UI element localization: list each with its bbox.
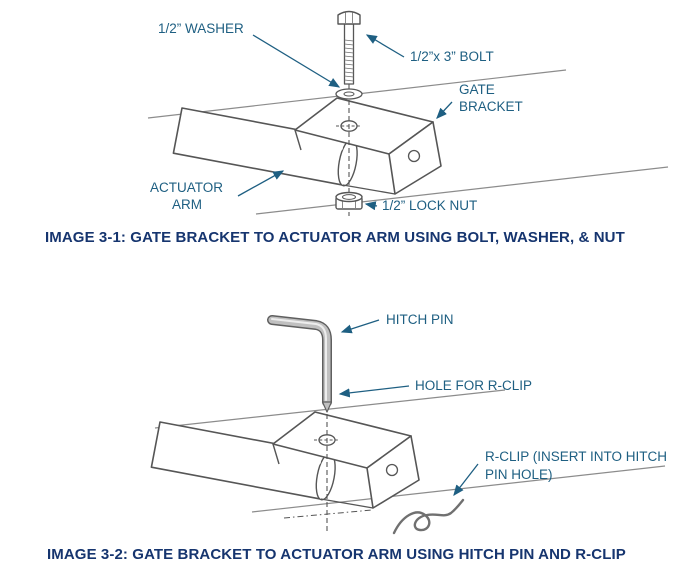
figure2-caption-number: IMAGE 3-2: (47, 546, 129, 563)
lock-nut-label: 1/2” LOCK NUT (382, 198, 477, 213)
actuator-arm-label-line2: ARM (172, 197, 202, 212)
r-clip-label-line1: R-CLIP (INSERT INTO HITCH (485, 449, 667, 464)
gate-rail-lower (255, 166, 669, 215)
gate-bracket-drawing (294, 97, 442, 195)
washer-label: 1/2” WASHER (158, 21, 244, 36)
washer-leader-arrow (252, 34, 341, 88)
washer-drawing (335, 88, 363, 100)
r-clip-label-line2: PIN HOLE) (485, 467, 553, 482)
bolt-drawing (337, 10, 361, 85)
figure2-caption-text: GATE BRACKET TO ACTUATOR ARM USING HITCH… (132, 546, 626, 563)
actuator-arm-label-line1: ACTUATOR (150, 180, 223, 195)
figure1-caption-number: IMAGE 3-1: (45, 229, 127, 246)
r-clip-drawing (392, 498, 465, 535)
figure1-caption: IMAGE 3-1: GATE BRACKET TO ACTUATOR ARM … (45, 229, 625, 246)
hitch-pin-leader-arrow (340, 319, 380, 334)
figure2-caption: IMAGE 3-2: GATE BRACKET TO ACTUATOR ARM … (47, 546, 626, 563)
bolt-label: 1/2”x 3” BOLT (410, 49, 494, 64)
gate-bracket-label-line1: GATE (459, 82, 495, 97)
bolt-leader-arrow (365, 34, 405, 58)
hole-for-r-clip-leader-arrow (338, 385, 410, 398)
lock-nut-leader-arrow (364, 201, 378, 211)
figure-3-1-illustration: 1/2” WASHER 1/2”x 3” BOLT GATE BRACKET A… (147, 10, 669, 216)
pin-hole-axis-line (283, 509, 373, 519)
hitch-pin-drawing (267, 315, 333, 413)
figure-3-2-illustration: HITCH PIN HOLE FOR R-CLIP R-CLIP (INSERT… (150, 312, 667, 535)
actuator-arm-drawing (150, 421, 336, 501)
gate-bracket-leader-arrow (436, 101, 453, 119)
hole-for-r-clip-label: HOLE FOR R-CLIP (415, 378, 532, 393)
gate-bracket-label-line2: BRACKET (459, 99, 523, 114)
actuator-arm-leader-arrow (237, 170, 285, 197)
r-clip-leader-arrow (453, 463, 479, 497)
figure1-caption-text: GATE BRACKET TO ACTUATOR ARM USING BOLT,… (130, 229, 625, 246)
gate-bracket-drawing (272, 411, 420, 509)
gate-rail-upper (154, 389, 506, 429)
lock-nut-drawing (335, 191, 363, 210)
hitch-pin-label: HITCH PIN (386, 312, 454, 327)
